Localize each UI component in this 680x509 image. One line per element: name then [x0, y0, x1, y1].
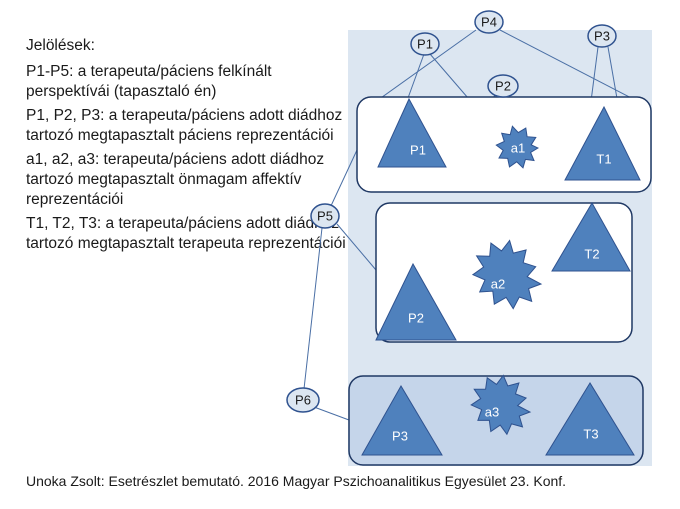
- perspective-nodes: [286, 10, 617, 413]
- patient-triangle-p2: [375, 262, 457, 341]
- line-p1-box1-inner: [429, 53, 469, 99]
- affect-star-a2: [471, 239, 543, 310]
- patient-label-p2: P2: [408, 311, 424, 326]
- therapist-triangle-t2: [551, 201, 631, 272]
- perspective-label-p4: P4: [481, 15, 497, 30]
- patient-triangle-p1: [377, 97, 447, 168]
- patient-label-p1: P1: [410, 143, 426, 158]
- source-caption: Unoka Zsolt: Esetrészlet bemutató. 2016 …: [26, 473, 567, 489]
- perspective-label-p3: P3: [594, 29, 610, 44]
- legend-title: Jelölések:: [26, 37, 95, 54]
- perspective-label-p2: P2: [495, 79, 511, 94]
- perspective-node-p6: [286, 387, 320, 413]
- perspective-node-p2: [487, 74, 519, 98]
- therapist-triangle-t1: [564, 105, 641, 181]
- perspective-node-p5: [310, 203, 340, 229]
- patient-label-p3: P3: [392, 429, 408, 444]
- affect-label-a2: a2: [491, 277, 505, 292]
- affect-label-a1: a1: [511, 141, 525, 156]
- therapist-label-t1: T1: [596, 152, 611, 167]
- perspective-label-p1: P1: [417, 37, 433, 52]
- affect-star-a3: [470, 374, 532, 436]
- perspective-label-p6: P6: [295, 393, 311, 408]
- therapist-triangle-t3: [545, 382, 635, 456]
- line-p4-box1-right: [499, 29, 644, 105]
- perspective-label-p5: P5: [317, 209, 333, 224]
- legend-item-patient-representations: P1, P2, P3: a terapeuta/páciens adott di…: [26, 107, 343, 144]
- therapist-label-t3: T3: [583, 427, 598, 442]
- legend-item-perspectives: P1-P5: a terapeuta/páciens felkínált per…: [26, 63, 272, 100]
- perspective-node-p1: [410, 32, 440, 56]
- therapist-label-t2: T2: [584, 247, 599, 262]
- patient-triangle-p3: [361, 385, 443, 456]
- line-p5-box2: [336, 223, 377, 271]
- line-p6-box3: [313, 406, 350, 421]
- perspective-node-p3: [587, 24, 617, 48]
- affect-label-a3: a3: [485, 405, 499, 420]
- affect-star-a1: [495, 125, 540, 169]
- perspective-node-p4: [474, 10, 504, 34]
- legend-item-therapist-representations: T1, T2, T3: a terapeuta/páciens adott di…: [26, 215, 346, 252]
- line-p1-box1: [407, 53, 425, 99]
- legend-item-affective-representations: a1, a2, a3: terapeuta/páciens adott diád…: [26, 151, 325, 208]
- legend: Jelölések: P1-P5: a terapeuta/páciens fe…: [26, 36, 346, 258]
- line-p5-p6: [303, 227, 323, 390]
- line-p5-box1: [329, 149, 358, 209]
